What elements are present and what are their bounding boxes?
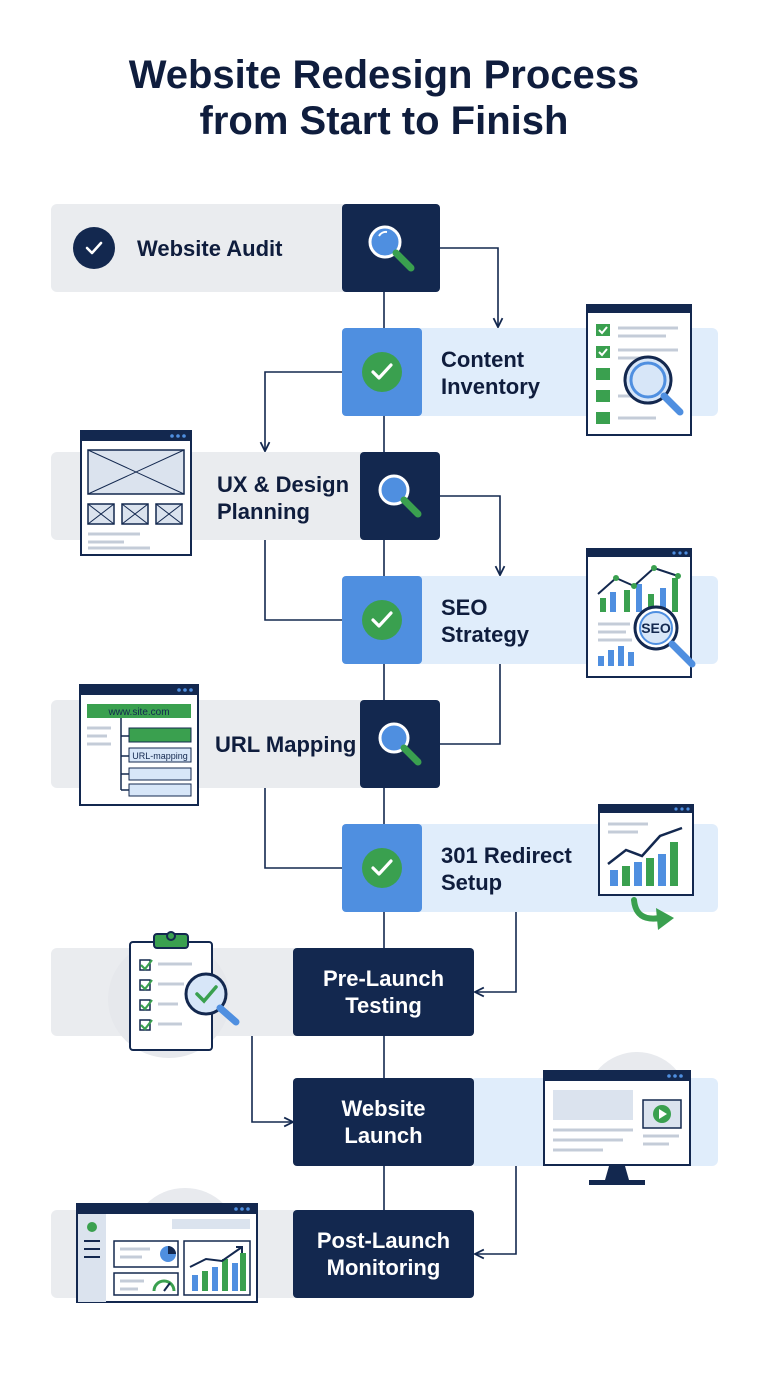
- connector-launch-to-monitoring: [476, 1166, 517, 1254]
- wireframe-icon: [80, 430, 192, 556]
- url-bar-text: www.site.com: [107, 707, 169, 718]
- step-label-website-launch: Website Launch: [341, 1096, 426, 1148]
- step-node-seo-strategy[interactable]: [342, 576, 422, 664]
- step-label-ux-design: UX & Design Planning: [217, 472, 350, 524]
- inventory-checklist-icon: [586, 304, 692, 436]
- check-circle-icon: [362, 352, 402, 392]
- step-node-post-launch[interactable]: Post-Launch Monitoring: [293, 1210, 474, 1298]
- connector-ux-down: [264, 540, 342, 621]
- connector-inventory-to-ux: [265, 371, 342, 450]
- seo-badge-text: SEO: [641, 620, 671, 636]
- check-icon: [85, 241, 103, 255]
- step-label-post-launch: Post-Launch Monitoring: [316, 1228, 451, 1280]
- step-label-url-mapping: URL Mapping: [215, 732, 357, 757]
- title-line-2: from Start to Finish: [199, 99, 569, 143]
- monitoring-dashboard-icon: [76, 1203, 258, 1303]
- title-line-1: Website Redesign Process: [128, 53, 640, 97]
- magnifier-icon: [378, 474, 422, 518]
- connector-url-down: [264, 788, 342, 869]
- step-label-website-audit: Website Audit: [137, 236, 283, 261]
- page-title: Website Redesign Process from Start to F…: [0, 52, 768, 144]
- url-mapping-tag-text: URL-mapping: [132, 751, 188, 761]
- check-circle-icon: [362, 848, 402, 888]
- step-node-website-launch[interactable]: Website Launch: [293, 1078, 474, 1166]
- step-node-url-mapping[interactable]: [360, 700, 440, 788]
- step-node-website-audit[interactable]: [342, 204, 440, 292]
- step-label-content-inventory: Content Inventory: [441, 347, 541, 399]
- launch-monitor-icon: [543, 1070, 691, 1185]
- audit-check-badge: [73, 227, 115, 269]
- step-label-pre-launch: Pre-Launch Testing: [322, 966, 445, 1018]
- step-node-content-inventory[interactable]: [342, 328, 422, 416]
- connector-seo-to-url: [440, 664, 501, 745]
- url-mapping-icon: www.site.com URL-mapping: [79, 684, 199, 806]
- connector-testing-to-launch: [251, 1036, 292, 1122]
- step-label-seo-strategy: SEO Strategy: [441, 595, 530, 647]
- testing-clipboard-icon: [129, 931, 240, 1051]
- seo-analytics-icon: SEO: [586, 548, 696, 678]
- check-circle-icon: [362, 600, 402, 640]
- magnifier-icon: [368, 225, 415, 272]
- step-node-301-redirect[interactable]: [342, 824, 422, 912]
- connector-ux-to-seo: [440, 495, 500, 574]
- connector-redirect-to-testing: [476, 912, 517, 992]
- magnifier-icon: [378, 722, 422, 766]
- step-label-301-redirect: 301 Redirect Setup: [441, 843, 572, 895]
- step-node-pre-launch[interactable]: Pre-Launch Testing: [293, 948, 474, 1036]
- connector-audit-to-inventory: [440, 247, 498, 326]
- step-node-ux-design[interactable]: [360, 452, 440, 540]
- redirect-chart-icon: [598, 804, 694, 930]
